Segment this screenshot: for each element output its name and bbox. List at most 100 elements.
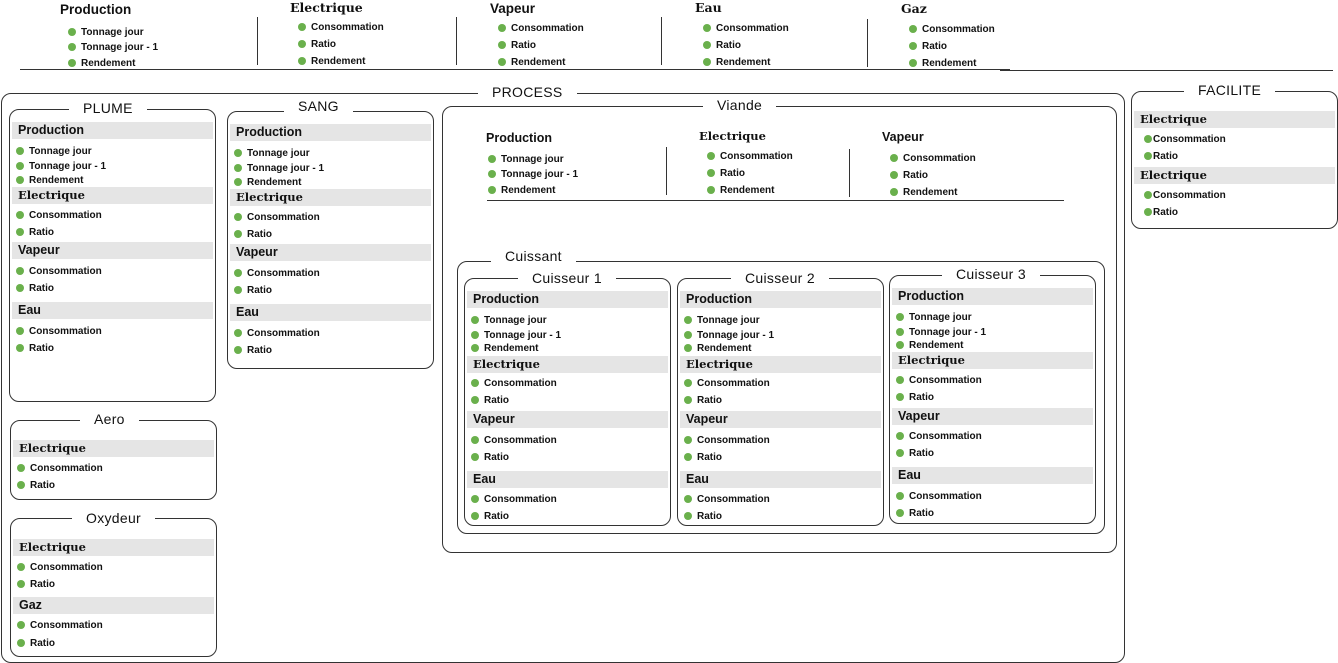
section-header-production: Production <box>230 124 431 141</box>
section-header-vapeur: Vapeur <box>467 411 668 428</box>
item-consommation: Consommation <box>1144 134 1226 146</box>
top-production-tonnage-jour: Tonnage jour <box>68 27 144 39</box>
green-dot-icon <box>896 432 904 440</box>
item-ratio: Ratio <box>471 395 509 407</box>
green-dot-icon <box>68 59 76 67</box>
top-production-tonnage-jour-1: Tonnage jour - 1 <box>68 42 158 54</box>
item-consommation: Consommation <box>234 268 320 280</box>
item-ratio: Ratio <box>16 343 54 355</box>
green-dot-icon <box>471 396 479 404</box>
green-dot-icon <box>16 147 24 155</box>
green-dot-icon <box>1144 191 1152 199</box>
green-dot-icon <box>234 149 242 157</box>
item-consommation: Consommation <box>17 463 103 475</box>
item-ratio: Ratio <box>684 452 722 464</box>
item-ratio: Ratio <box>16 227 54 239</box>
green-dot-icon <box>707 169 715 177</box>
green-dot-icon <box>16 211 24 219</box>
item-ratio: Ratio <box>684 395 722 407</box>
green-dot-icon <box>298 57 306 65</box>
section-header-production: Production <box>892 288 1093 305</box>
green-dot-icon <box>909 25 917 33</box>
section-header-electrique: Electrique <box>467 356 668 373</box>
green-dot-icon <box>17 639 25 647</box>
section-header-production: Production <box>467 291 668 308</box>
section-header-production: Production <box>12 122 213 139</box>
section-header-electrique: Electrique <box>13 440 214 457</box>
green-dot-icon <box>234 230 242 238</box>
top-production-header: Production <box>60 2 132 17</box>
top-vapeur-header: Vapeur <box>490 1 536 16</box>
item-consommation: Consommation <box>17 620 103 632</box>
item-ratio: Ratio <box>234 345 272 357</box>
green-dot-icon <box>234 164 242 172</box>
top-summary-baseline <box>20 69 1010 70</box>
green-dot-icon <box>684 436 692 444</box>
item-ratio: Ratio <box>16 283 54 295</box>
viande-divider <box>849 149 850 197</box>
top-electrique-header: Electrique <box>290 0 363 15</box>
top-summary-baseline-right <box>1000 70 1333 71</box>
viande-production-header: Production <box>486 131 552 145</box>
section-header-eau: Eau <box>12 302 213 319</box>
section-header-electrique: Electrique <box>230 189 431 206</box>
green-dot-icon <box>498 41 506 49</box>
top-vapeur-consommation: Consommation <box>498 23 584 35</box>
green-dot-icon <box>909 42 917 50</box>
green-dot-icon <box>16 344 24 352</box>
item-ratio: Ratio <box>234 285 272 297</box>
item-tonnage-jour-1: Tonnage jour - 1 <box>471 330 561 342</box>
green-dot-icon <box>298 23 306 31</box>
section-header-gaz: Gaz <box>13 597 214 614</box>
green-dot-icon <box>684 379 692 387</box>
item-tonnage-jour-1: Tonnage jour - 1 <box>488 169 578 181</box>
section-header-electrique: Electrique <box>13 539 214 556</box>
item-tonnage-jour: Tonnage jour <box>16 146 92 158</box>
section-header-eau: Eau <box>467 471 668 488</box>
green-dot-icon <box>896 341 904 349</box>
green-dot-icon <box>17 621 25 629</box>
item-consommation: Consommation <box>896 375 982 387</box>
green-dot-icon <box>16 267 24 275</box>
top-divider <box>257 17 258 65</box>
section-header-eau: Eau <box>680 471 881 488</box>
green-dot-icon <box>896 492 904 500</box>
green-dot-icon <box>471 379 479 387</box>
green-dot-icon <box>471 436 479 444</box>
section-header-electrique: Electrique <box>892 352 1093 369</box>
section-header-eau: Eau <box>230 304 431 321</box>
item-tonnage-jour: Tonnage jour <box>234 148 310 160</box>
green-dot-icon <box>890 171 898 179</box>
viande-divider <box>666 147 667 195</box>
item-consommation: Consommation <box>17 562 103 574</box>
item-tonnage-jour-1: Tonnage jour - 1 <box>896 327 986 339</box>
green-dot-icon <box>17 481 25 489</box>
sang-panel: Production Tonnage jour Tonnage jour - 1… <box>227 111 434 369</box>
green-dot-icon <box>16 228 24 236</box>
green-dot-icon <box>234 329 242 337</box>
viande-baseline <box>487 200 1064 201</box>
section-header-vapeur: Vapeur <box>230 244 431 261</box>
green-dot-icon <box>1144 135 1152 143</box>
green-dot-icon <box>488 186 496 194</box>
item-consommation: Consommation <box>896 431 982 443</box>
cuisseur-2-panel: Production Tonnage jour Tonnage jour - 1… <box>677 278 884 526</box>
plume-panel: Production Tonnage jour Tonnage jour - 1… <box>9 109 216 402</box>
section-header-vapeur: Vapeur <box>892 408 1093 425</box>
item-consommation: Consommation <box>234 212 320 224</box>
oxydeur-panel: Electrique Consommation Ratio Gaz Consom… <box>10 518 217 657</box>
facilite-panel: Electrique Consommation Ratio Electrique… <box>1131 91 1338 229</box>
facilite-title: FACILITE <box>1184 82 1276 98</box>
item-rendement: Rendement <box>234 177 301 189</box>
item-consommation: Consommation <box>471 435 557 447</box>
green-dot-icon <box>234 286 242 294</box>
green-dot-icon <box>16 176 24 184</box>
top-electrique-rendement: Rendement <box>298 56 365 68</box>
green-dot-icon <box>896 393 904 401</box>
green-dot-icon <box>234 213 242 221</box>
viande-vapeur-header: Vapeur <box>882 130 924 144</box>
green-dot-icon <box>471 331 479 339</box>
top-gaz-header: Gaz <box>901 1 927 16</box>
item-consommation: Consommation <box>684 494 770 506</box>
section-header-production: Production <box>680 291 881 308</box>
